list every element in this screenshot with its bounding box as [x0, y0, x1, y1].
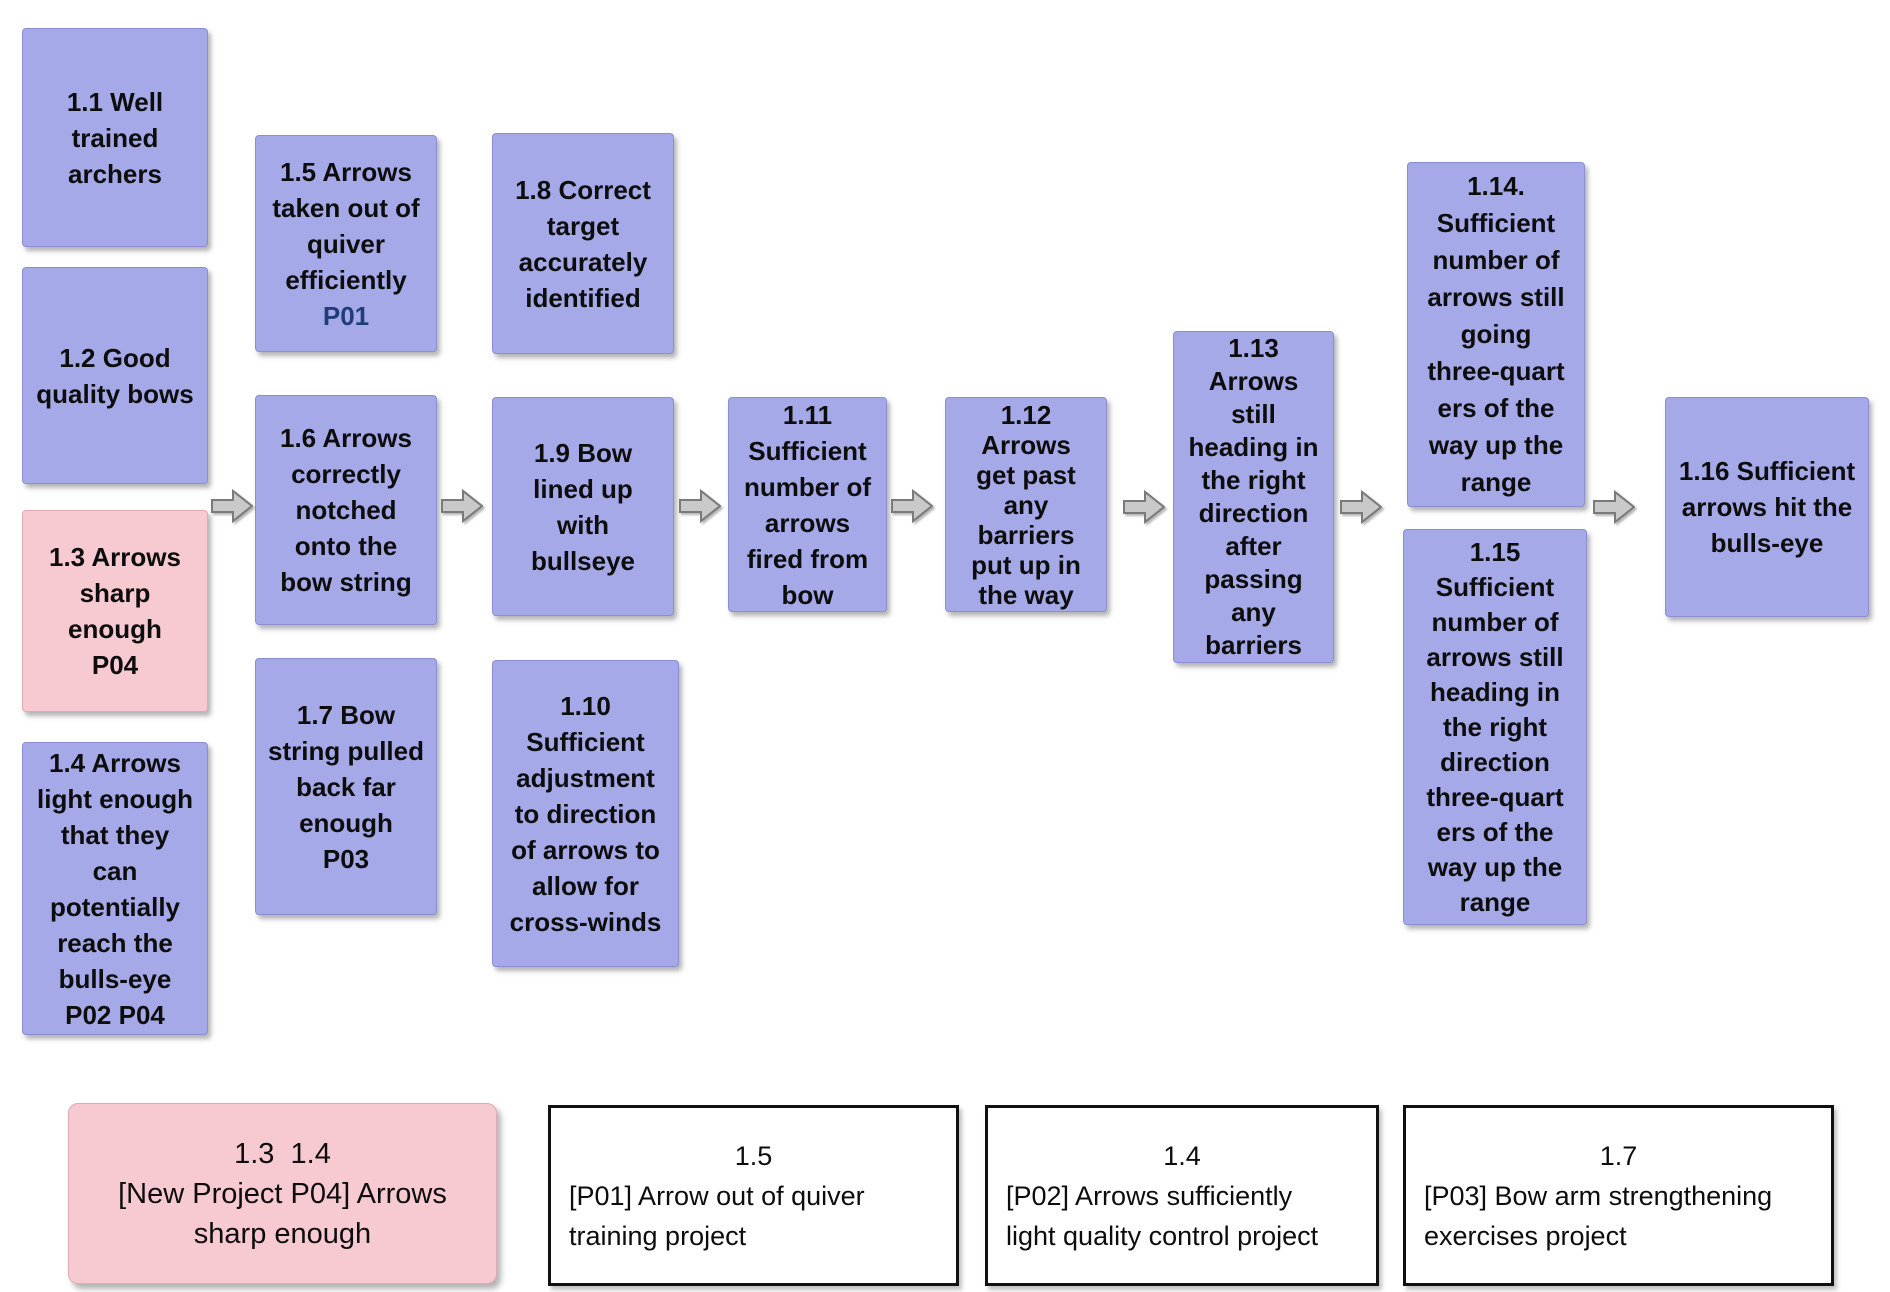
node-label: 1.1 Well trained archers [66, 86, 164, 189]
project-card-p01: 1.5 [P01] Arrow out of quiver training p… [548, 1105, 959, 1286]
node-1-4-arrows-light-enough: 1.4 Arrows light enough that they can po… [22, 742, 208, 1035]
project-ref-p01: P01 [322, 300, 370, 331]
node-label: 1.13 Arrows still heading in the right d… [1188, 333, 1319, 660]
project-card-number: 1.5 [734, 1140, 773, 1171]
node-label: 1.3 Arrows sharp enough P04 [49, 542, 181, 680]
node-1-10-sufficient-adjustment: 1.10 Sufficient adjustment to direction … [492, 660, 679, 967]
node-label: 1.15 Sufficient number of arrows still h… [1426, 536, 1564, 917]
node-1-1-well-trained-archers: 1.1 Well trained archers [22, 28, 208, 247]
flow-arrow-icon [679, 488, 721, 524]
project-card-label: [P01] Arrow out of quiver training proje… [569, 1180, 865, 1251]
node-1-14-arrows-still-going-three-quarters: 1.14. Sufficient number of arrows still … [1407, 162, 1585, 507]
node-1-9-bow-lined-up: 1.9 Bow lined up with bullseye [492, 397, 674, 616]
node-label: 1.5 Arrows taken out of quiver efficient… [272, 156, 420, 295]
project-card-p02: 1.4 [P02] Arrows sufficiently light qual… [985, 1105, 1379, 1286]
node-1-11-arrows-fired-from-bow: 1.11 Sufficient number of arrows fired f… [728, 397, 887, 612]
node-label: 1.8 Correct target accurately identified [515, 174, 651, 313]
node-1-6-arrows-correctly-notched: 1.6 Arrows correctly notched onto the bo… [255, 395, 437, 625]
flow-arrow-icon [441, 488, 483, 524]
project-highlight-card-p04: 1.3 1.4 [New Project P04] Arrows sharp e… [68, 1103, 497, 1284]
project-card-label: [P03] Bow arm strengthening exercises pr… [1424, 1180, 1773, 1251]
node-label: 1.7 Bow string pulled back far enough P0… [268, 699, 424, 874]
node-1-13-arrows-still-heading-right: 1.13 Arrows still heading in the right d… [1173, 331, 1334, 663]
node-1-3-arrows-sharp-enough: 1.3 Arrows sharp enough P04 [22, 510, 208, 712]
node-1-7-bow-string-pulled-back: 1.7 Bow string pulled back far enough P0… [255, 658, 437, 915]
flow-arrow-icon [891, 488, 933, 524]
flow-arrow-icon [1123, 489, 1165, 525]
flow-arrow-icon [1593, 489, 1635, 525]
node-1-2-good-quality-bows: 1.2 Good quality bows [22, 267, 208, 484]
node-1-5-arrows-taken-out-of-quiver: 1.5 Arrows taken out of quiver efficient… [255, 135, 437, 352]
node-1-12-arrows-get-past-barriers: 1.12 Arrows get past any barriers put up… [945, 397, 1107, 612]
project-highlight-label: 1.3 1.4 [New Project P04] Arrows sharp e… [118, 1137, 447, 1250]
node-1-16-arrows-hit-bulls-eye: 1.16 Sufficient arrows hit the bulls-eye [1665, 397, 1869, 617]
project-card-label: [P02] Arrows sufficiently light quality … [1006, 1180, 1319, 1251]
node-1-8-correct-target-identified: 1.8 Correct target accurately identified [492, 133, 674, 354]
node-label: 1.14. Sufficient number of arrows still … [1427, 171, 1565, 497]
project-card-number: 1.7 [1599, 1140, 1638, 1171]
flow-arrow-icon [211, 488, 253, 524]
flow-arrow-icon [1340, 489, 1382, 525]
project-card-number: 1.4 [1163, 1140, 1201, 1171]
node-label: 1.12 Arrows get past any barriers put up… [971, 399, 1081, 610]
node-label: 1.10 Sufficient adjustment to direction … [509, 690, 662, 937]
node-label: 1.9 Bow lined up with bullseye [530, 437, 636, 576]
node-label: 1.11 Sufficient number of arrows fired f… [743, 399, 872, 610]
node-label: 1.4 Arrows light enough that they can po… [37, 747, 193, 1030]
node-label: 1.2 Good quality bows [36, 342, 194, 409]
node-label: 1.6 Arrows correctly notched onto the bo… [280, 423, 412, 597]
node-label: 1.16 Sufficient arrows hit the bulls-eye [1678, 456, 1856, 558]
project-card-p03: 1.7 [P03] Bow arm strengthening exercise… [1403, 1105, 1834, 1286]
node-1-15-arrows-heading-right-three-quarters: 1.15 Sufficient number of arrows still h… [1403, 529, 1587, 925]
